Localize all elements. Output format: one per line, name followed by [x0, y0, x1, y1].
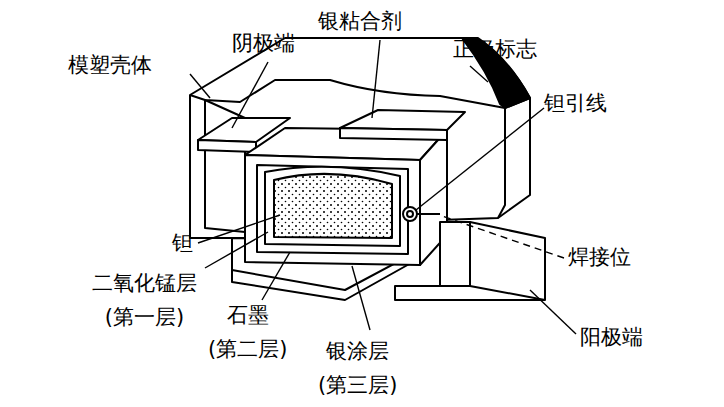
- molded-shell: [190, 38, 530, 238]
- leader-line: [190, 74, 210, 98]
- tantalum-wire-core: [407, 211, 413, 217]
- part-label: 钽: [172, 226, 193, 260]
- part-label: 银粘合剂: [318, 4, 402, 38]
- part-label: 焊接位: [568, 240, 631, 274]
- leader-line: [205, 232, 268, 268]
- part-label: 二氧化锰层 (第一层): [92, 266, 197, 334]
- leader-line: [442, 216, 564, 258]
- shell-top-edge: [190, 80, 530, 108]
- shell-front-edge: [498, 108, 505, 218]
- anode-terminal: [395, 222, 545, 300]
- part-label: 阳极端: [580, 320, 643, 354]
- leader-line: [262, 252, 290, 300]
- part-label: 银涂层 (第三层): [318, 334, 397, 402]
- leader-line: [416, 108, 544, 210]
- leader-line: [530, 290, 576, 334]
- leader-line: [198, 215, 280, 243]
- leader-line: [352, 266, 370, 330]
- tantalum-wire-end: [403, 207, 417, 221]
- silver-adhesive: [340, 110, 465, 130]
- leader-line: [232, 62, 268, 128]
- part-label: 阴极端: [232, 26, 295, 60]
- part-label: 钽引线: [544, 86, 607, 120]
- part-label: 模塑壳体: [68, 48, 152, 82]
- tantalum-core: [274, 174, 392, 238]
- mno2-layer: [265, 167, 400, 246]
- leader-line: [372, 40, 380, 118]
- silver-adhesive-front: [340, 128, 447, 140]
- leader-line: [470, 66, 488, 82]
- graphite-layer: [257, 165, 408, 254]
- silver-coating-front: [245, 155, 420, 265]
- cathode-terminal-front: [198, 140, 256, 152]
- part-label: 正极标志: [453, 32, 537, 66]
- part-label: 石墨 (第二层): [208, 298, 287, 366]
